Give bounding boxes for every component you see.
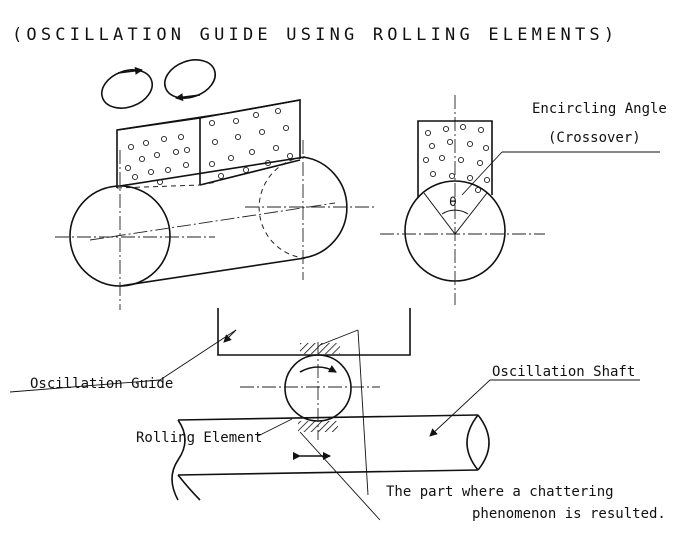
end-view: θ [380,95,660,305]
section-view [9,308,640,521]
oscillation-shaft-label: Oscillation Shaft [492,364,635,380]
oscillation-guide-label: Oscillation Guide [30,376,173,392]
chattering-label-line2: phenomenon is resulted. [472,506,666,522]
diagram-title: (OSCILLATION GUIDE USING ROLLING ELEMENT… [12,25,618,45]
isometric-guide-view [55,99,375,310]
crossover-label: (Crossover) [548,130,641,146]
encircling-angle-label: Encircling Angle [532,101,667,117]
rolling-element-label: Rolling Element [136,430,262,446]
theta-symbol: θ [449,195,457,210]
guide-block [116,99,301,189]
chattering-label-line1: The part where a chattering [386,484,614,500]
rotation-arrows-icon [101,59,216,109]
